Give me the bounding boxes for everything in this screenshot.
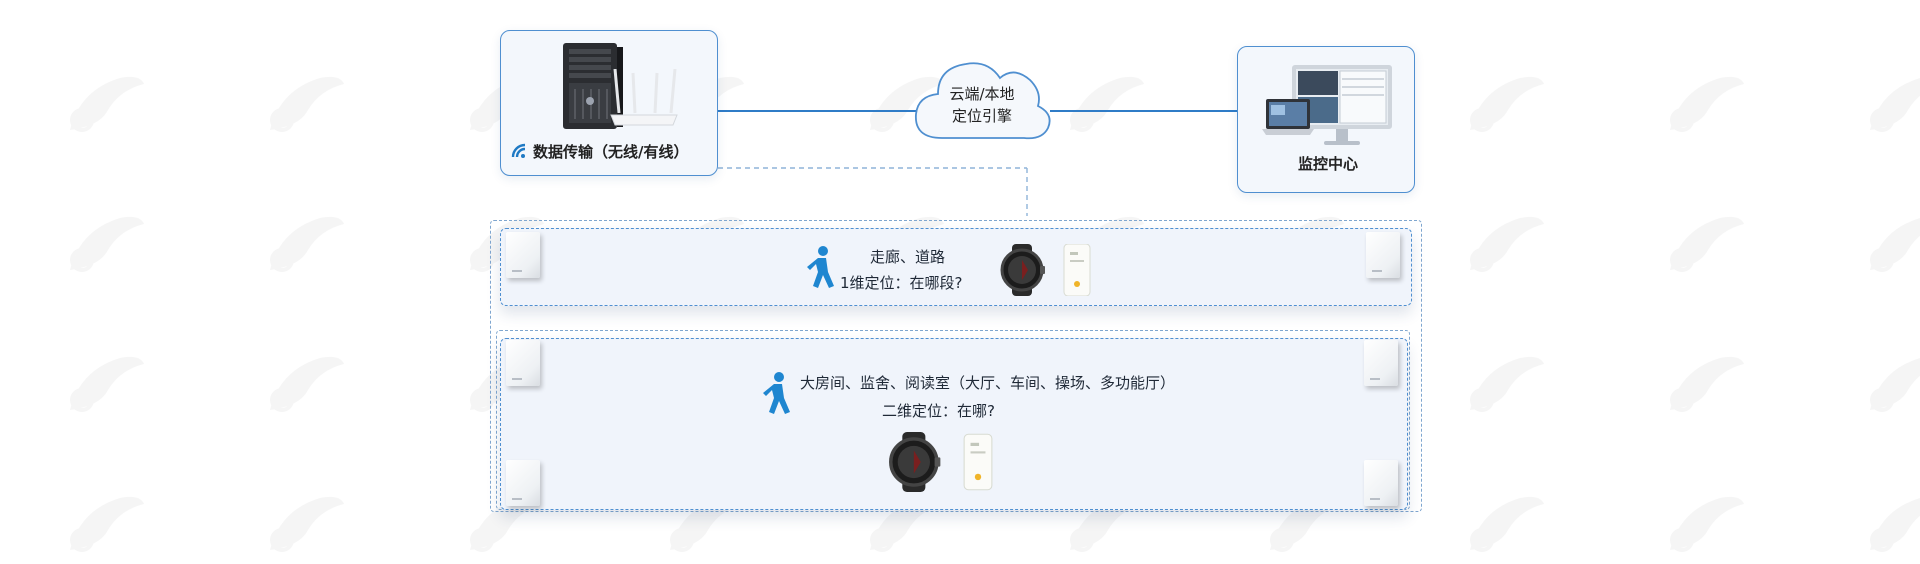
router-icon: [610, 69, 678, 126]
watermark-logo-icon: [270, 76, 344, 132]
watermark-logo-icon: [1470, 76, 1544, 132]
corridor-subtitle: 1维定位：在哪段?: [840, 274, 963, 292]
watermark-logo-icon: [1870, 78, 1920, 132]
watermark-logo-icon: [1470, 496, 1544, 552]
smartwatch-icon: [889, 432, 941, 492]
anchor-device-icon: [1366, 232, 1400, 278]
zones-group-frame: [490, 220, 1422, 512]
watermark-logo-icon: [270, 496, 344, 552]
watermark-logo-icon: [270, 216, 344, 272]
watermark-logo-icon: [1070, 496, 1144, 552]
watermark-logo-icon: [1470, 216, 1544, 272]
watermark-logo-icon: [270, 356, 344, 412]
data-transmission-node: 数据传输（无线/有线）: [500, 30, 718, 176]
server-icon: [563, 43, 623, 129]
badge-tag-icon: [963, 433, 993, 491]
anchor-device-icon: [1364, 460, 1398, 506]
watermark-logo-icon: [1670, 496, 1744, 552]
watermark-logo-icon: [1670, 216, 1744, 272]
cloud-label-line1: 云端/本地: [949, 85, 1015, 103]
smartwatch-icon: [1000, 244, 1045, 296]
watermark-logo-icon: [1870, 218, 1920, 272]
monitor-center-label: 监控中心: [1298, 155, 1359, 173]
anchor-device-icon: [506, 232, 540, 278]
monitor-icon: [1262, 65, 1392, 145]
anchor-device-icon: [506, 460, 540, 506]
corridor-zone: [500, 228, 1412, 306]
anchor-device-icon: [506, 340, 540, 386]
watermark-logo-icon: [1270, 496, 1344, 552]
room-title: 大房间、监舍、阅读室（大厅、车间、操场、多功能厅）: [800, 374, 1176, 392]
monitor-center-node: 监控中心: [1237, 46, 1415, 193]
watermark-logo-icon: [70, 356, 144, 412]
watermark-logo-icon: [870, 496, 944, 552]
data-transmission-label: 数据传输（无线/有线）: [533, 143, 689, 161]
watermark-logo-icon: [1670, 356, 1744, 412]
cloud-label-line2: 定位引擎: [951, 107, 1012, 125]
badge-tag-icon: [1063, 244, 1091, 296]
watermark-logo-icon: [670, 496, 744, 552]
watermark-logo-icon: [1670, 76, 1744, 132]
wifi-icon: [511, 143, 526, 158]
person-walking-icon: [763, 372, 790, 414]
room-zone: [500, 338, 1408, 510]
corridor-title: 走廊、道路: [870, 248, 946, 266]
watermark-logo-icon: [1870, 358, 1920, 412]
watermark-logo-icon: [1870, 498, 1920, 552]
cloud-icon: [915, 62, 1051, 140]
watermark-logo-icon: [1470, 356, 1544, 412]
watermark-logo-icon: [70, 76, 144, 132]
room-subtitle: 二维定位：在哪?: [882, 402, 995, 420]
anchor-device-icon: [1364, 340, 1398, 386]
watermark-logo-icon: [70, 216, 144, 272]
watermark-logo-icon: [70, 496, 144, 552]
person-walking-icon: [807, 246, 834, 288]
watermark-logo-icon: [470, 496, 544, 552]
